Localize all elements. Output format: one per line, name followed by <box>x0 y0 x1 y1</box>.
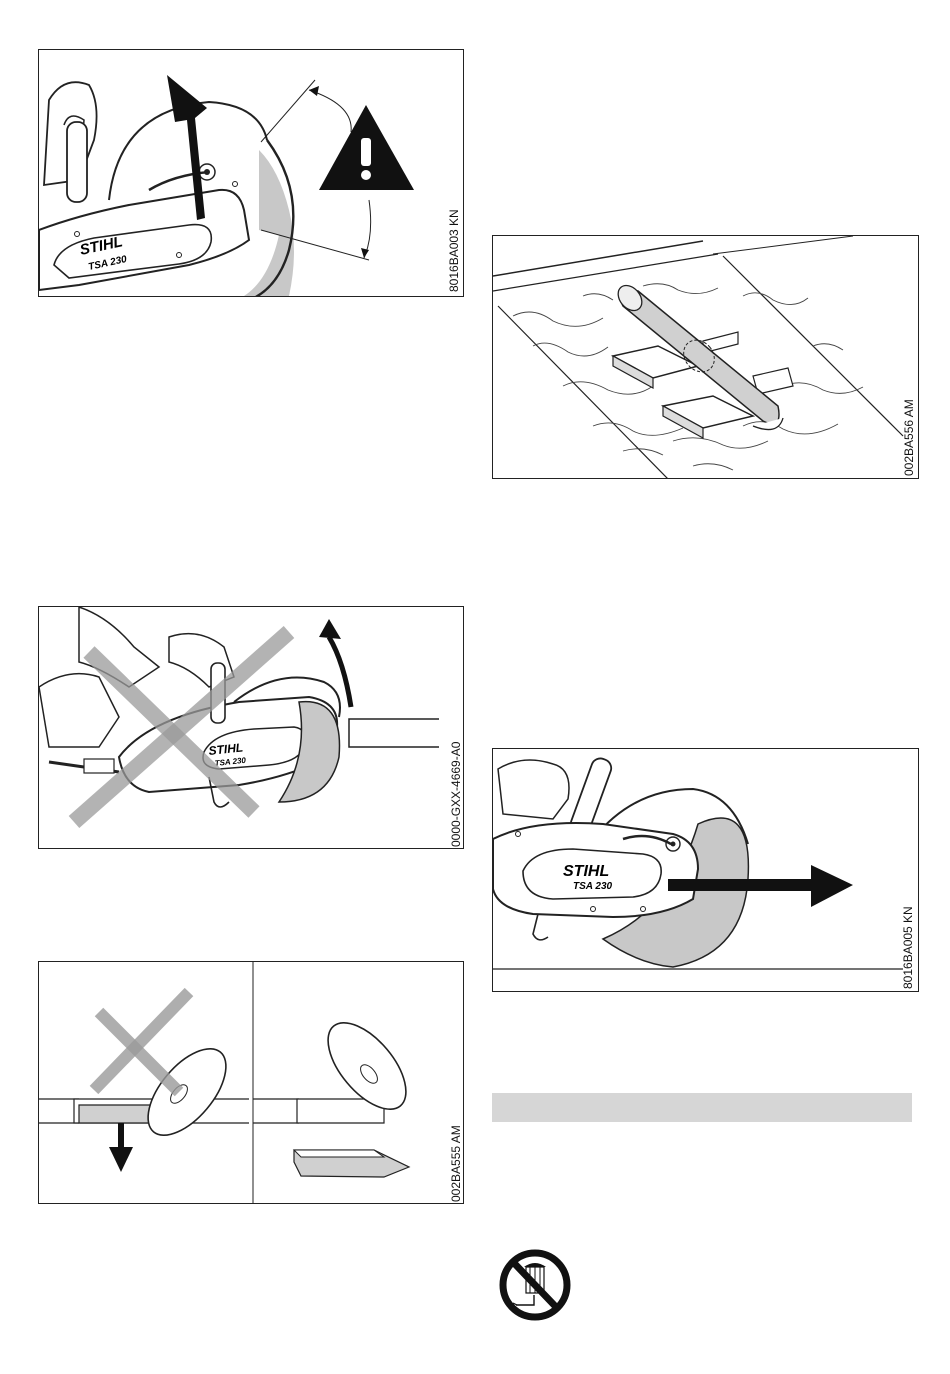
falling-cut-piece-drawing <box>39 962 464 1204</box>
figure-falling-piece: 002BA555 AM <box>38 961 464 1204</box>
brand-label: STIHL <box>563 863 609 880</box>
figure-code: 002BA556 AM <box>902 399 916 476</box>
figure-code: 0000-GXX-4669-A0 <box>449 742 463 847</box>
figure-kickback-zone: STIHL TSA 230 8016BA003 KN <box>38 49 464 297</box>
prohibited-cut-drawing: STIHL TSA 230 <box>39 607 464 849</box>
pipe-on-blocks-drawing <box>493 236 919 479</box>
figure-code: 8016BA003 KN <box>447 209 461 292</box>
section-heading-bar <box>492 1093 912 1122</box>
figure-code: 8016BA005 KN <box>901 906 915 989</box>
figure-code: 002BA555 AM <box>449 1125 463 1202</box>
figure-pipe-support: 002BA556 AM <box>492 235 919 479</box>
warning-triangle-icon <box>319 105 414 190</box>
figure-no-upper-quadrant-cut: STIHL TSA 230 0000-GXX-4669-A0 <box>38 606 464 849</box>
forward-cut-drawing: STIHL TSA 230 <box>493 749 919 992</box>
arrow-down-icon <box>109 1123 133 1172</box>
figure-feed-direction: STIHL TSA 230 8016BA005 KN <box>492 748 919 992</box>
cut-off-saw-drawing: STIHL TSA 230 <box>39 50 464 297</box>
rotation-arrow-icon <box>319 619 341 639</box>
no-hand-near-blade-icon <box>498 1245 572 1325</box>
model-label: TSA 230 <box>573 881 613 892</box>
